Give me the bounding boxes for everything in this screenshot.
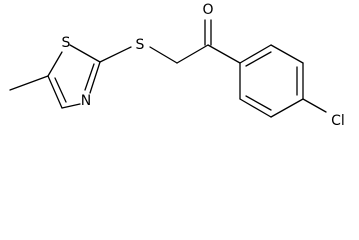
- bond-c4-c5-inner: [54, 77, 67, 103]
- bond-s1-c2: [69, 44, 101, 63]
- bond-ar-c1-c2-inner: [245, 51, 272, 67]
- bond-ar-c2-c3: [270, 44, 304, 64]
- bond-c2-n3-inner: [84, 63, 95, 91]
- bond-ar-c5-c6-inner: [245, 95, 272, 111]
- atom-label-chlorine: Cl: [331, 113, 345, 129]
- bond-c4-c5-outer: [47, 75, 63, 109]
- bond-ar-c1-c2: [239, 44, 272, 64]
- bond-carbonyl-aryl: [207, 44, 241, 64]
- atom-label-thiazole-nitrogen: N: [81, 93, 91, 109]
- bond-ar-c5-c6: [239, 98, 272, 118]
- bond-c2-s-thioether: [99, 46, 132, 63]
- bond-methyl-c5: [9, 75, 49, 91]
- bond-ar-c4-c5: [270, 98, 304, 118]
- chemical-structure-diagram: O S S N Cl: [9, 2, 345, 129]
- atom-label-thioether-sulfur: S: [136, 37, 145, 53]
- bond-c4-cl: [302, 98, 327, 113]
- atom-label-thiazole-sulfur: S: [62, 35, 71, 51]
- bond-n3-c4: [61, 103, 81, 109]
- bond-s-ch2: [149, 46, 178, 64]
- bond-ch2-carbonyl: [176, 44, 209, 64]
- atom-label-carbonyl-oxygen: O: [202, 2, 213, 18]
- bond-c2-n3-outer: [89, 61, 101, 94]
- bond-c5-s1: [47, 51, 63, 77]
